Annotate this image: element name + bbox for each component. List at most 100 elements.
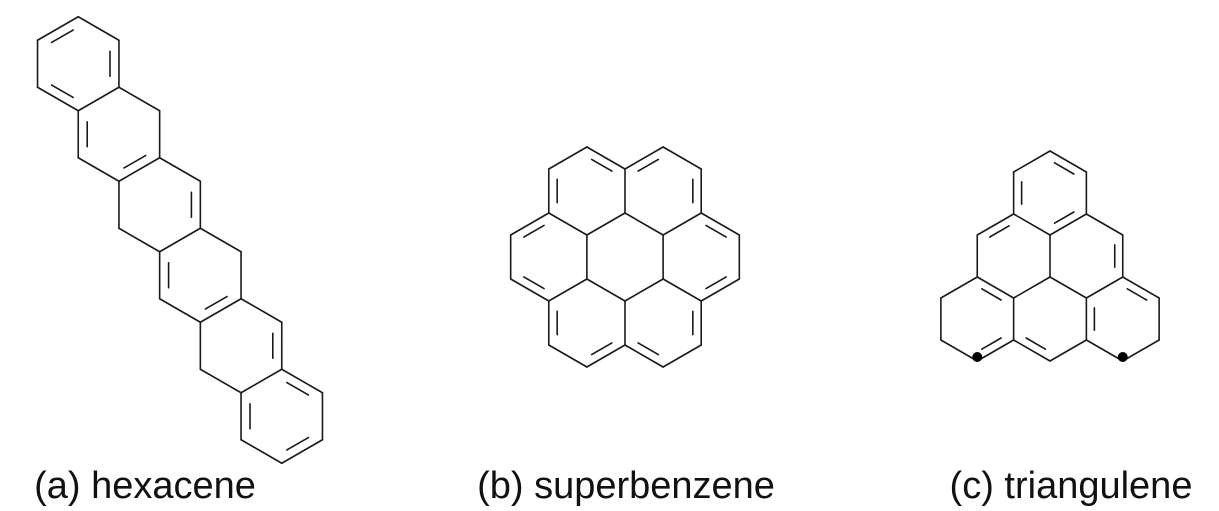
hexacene-bond (158, 109, 161, 159)
superbenzene-bond (700, 212, 741, 236)
superbenzene-bond (662, 146, 703, 170)
triangulene-bond (1049, 213, 1088, 236)
hexacene-bond (199, 368, 242, 394)
hexacene-bond (240, 438, 283, 465)
superbenzene-bond (662, 278, 703, 302)
hexacene-bond (158, 297, 202, 324)
superbenzene-bond (662, 344, 703, 368)
hexacene-bond (199, 297, 242, 324)
hexacene-bond (118, 86, 161, 112)
hexacene-caption: (a) hexacene (34, 465, 256, 507)
hexacene-double-bond (50, 84, 74, 99)
hexacene-double-bond (204, 295, 228, 310)
superbenzene-bond (586, 344, 626, 368)
hexacene-bond (36, 15, 80, 42)
hexacene-bond (77, 86, 120, 112)
hexacene-double-bond (271, 332, 274, 360)
triangulene-bond (1085, 213, 1124, 236)
hexacene-double-bond (109, 50, 111, 78)
superbenzene-bond (547, 344, 588, 368)
hexacene-bond (199, 321, 202, 371)
superbenzene-bond (547, 278, 588, 302)
hexacene-bond (199, 180, 202, 230)
hexacene-bond (240, 297, 283, 324)
hexacene-bond (36, 86, 80, 112)
hexacene-bond (118, 180, 120, 230)
triangulene-bond (1121, 339, 1160, 362)
triangulene-double-bond (1126, 288, 1148, 301)
superbenzene-double-bond (705, 276, 727, 290)
hexacene-bond (280, 438, 324, 465)
superbenzene-bond (624, 344, 664, 368)
triangulene-bond (1012, 339, 1051, 362)
superbenzene-bond (509, 278, 550, 302)
superbenzene-bond (586, 146, 626, 170)
triangulene-molecule (940, 150, 1160, 362)
triangulene-bond (1012, 150, 1051, 173)
triangulene-bond (976, 213, 1015, 236)
hexacene-bond (36, 39, 39, 89)
superbenzene-bond (700, 278, 741, 302)
triangulene-bond (1012, 276, 1051, 299)
superbenzene-bond (586, 212, 626, 236)
triangulene-bond (1049, 150, 1088, 173)
hexacene-double-bond (286, 381, 310, 396)
superbenzene-bond (624, 146, 664, 170)
superbenzene-bond (586, 278, 626, 302)
hexacene-bond (240, 250, 242, 300)
triangulene-double-bond (980, 337, 1002, 350)
hexacene-bond (118, 227, 161, 253)
triangulene-bond (976, 276, 1015, 299)
hexacene-bond (199, 227, 242, 253)
hexacene-bond (77, 15, 120, 42)
superbenzene-bond (547, 212, 588, 236)
hexacene-double-bond (249, 402, 251, 430)
hexacene-bond (158, 250, 161, 300)
hexacene-double-bond (86, 120, 89, 148)
triangulene-caption: (c) triangulene (950, 465, 1193, 507)
hexacene-bond (240, 368, 283, 394)
hexacene-bond (321, 391, 324, 441)
hexacene-molecule (36, 15, 324, 465)
superbenzene-double-bond (523, 276, 545, 290)
triangulene-bond (976, 339, 1015, 362)
hexacene-double-bond (286, 436, 310, 451)
superbenzene-molecule (509, 146, 741, 368)
triangulene-double-bond (1053, 162, 1075, 175)
superbenzene-double-bond (590, 342, 613, 356)
triangulene-double-bond (1025, 337, 1047, 350)
triangulene-bond (1012, 213, 1051, 236)
triangulene-bond (940, 276, 979, 299)
superbenzene-double-bond (637, 158, 660, 172)
hexacene-bond (158, 227, 202, 253)
triangulene-bond (940, 339, 979, 362)
triangulene-bond (1049, 339, 1088, 362)
triangulene-double-bond (988, 225, 1010, 238)
triangulene-bond (1049, 276, 1088, 299)
superbenzene-bond (624, 212, 664, 236)
hexacene-bond (158, 156, 202, 183)
hexacene-double-bond (167, 261, 170, 289)
superbenzene-bond (547, 146, 588, 170)
hexacene-bond (280, 321, 283, 371)
hexacene-double-bond (123, 154, 147, 169)
triangulene-bond (1085, 339, 1124, 362)
hexacene-bond (240, 391, 242, 441)
hexacene-bond (118, 39, 120, 89)
superbenzene-double-bond (590, 158, 613, 172)
hexacene-rings (36, 15, 324, 465)
hexacene-bond (280, 368, 324, 394)
superbenzene-double-bond (705, 224, 727, 238)
superbenzene-bond (662, 212, 703, 236)
radical-dot (1117, 352, 1128, 362)
superbenzene-double-bond (637, 342, 660, 356)
hexacene-bond (77, 156, 120, 183)
hexacene-bond (77, 109, 80, 159)
superbenzene-double-bond (523, 224, 545, 238)
superbenzene-caption: (b) superbenzene (477, 465, 775, 507)
hexacene-bond (118, 156, 161, 183)
hexacene-double-bond (50, 29, 74, 44)
triangulene-double-bond (1053, 211, 1075, 224)
triangulene-bond (1085, 276, 1124, 299)
